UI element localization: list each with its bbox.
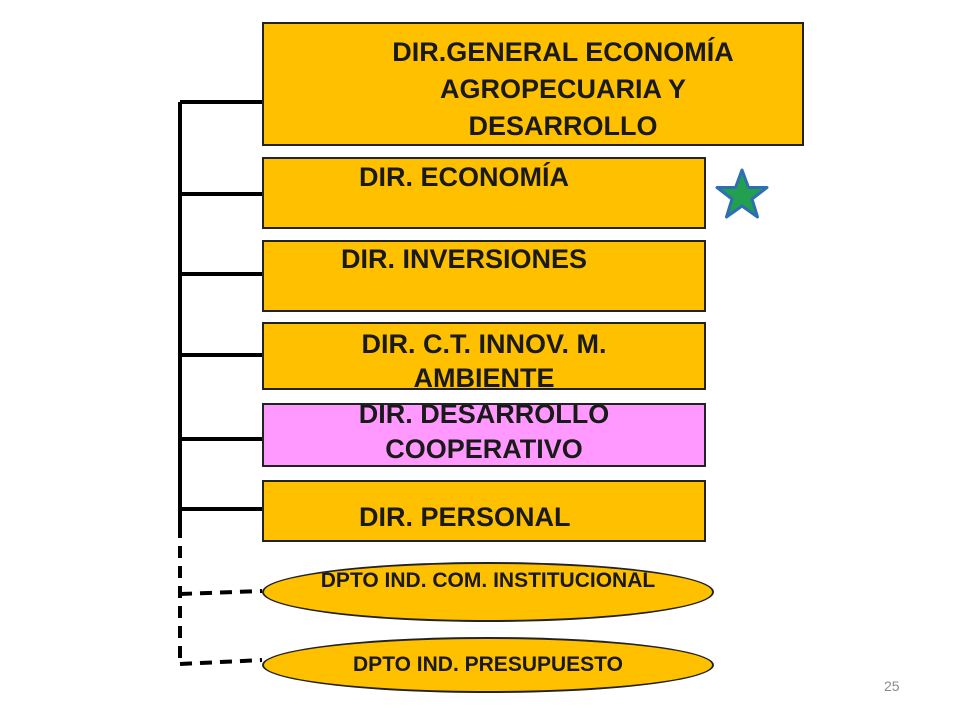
box-ctinnov-line2: AMBIENTE (413, 363, 555, 390)
box-inversiones-label: DIR. INVERSIONES (341, 244, 588, 274)
box-general-line3: DESARROLLO (468, 111, 658, 141)
box-economia-label: DIR. ECONOMÍA (359, 162, 570, 192)
box-personal-label: DIR. PERSONAL (359, 502, 571, 532)
box-dir-general: DIR.GENERAL ECONOMÍA AGROPECUARIA Y DESA… (262, 22, 804, 146)
ellipse-dpto-com-institucional: DPTO IND. COM. INSTITUCIONAL (262, 562, 714, 622)
box-dir-desarrollo-cooperativo: DIR. DESARROLLO COOPERATIVO (262, 403, 706, 467)
branch-pres-dashed (179, 658, 263, 666)
box-dir-inversiones: DIR. INVERSIONES (262, 240, 706, 312)
box-general-line2: AGROPECUARIA Y (439, 74, 687, 104)
box-general-line1: DIR.GENERAL ECONOMÍA (392, 37, 734, 67)
ellipse-com-line1: DPTO IND. COM. (320, 569, 488, 592)
box-dir-ctinnov: DIR. C.T. INNOV. M. AMBIENTE (262, 322, 706, 390)
box-ctinnov-line1: DIR. C.T. INNOV. M. (361, 329, 607, 359)
star-icon (715, 168, 769, 219)
branch-com-dashed (179, 589, 263, 596)
ellipse-com-line2: INSTITUCIONAL (493, 569, 656, 592)
box-desarrollo-line2: COOPERATIVO (385, 434, 583, 464)
box-dir-personal: DIR. PERSONAL (262, 480, 706, 542)
ellipse-presupuesto-label: DPTO IND. PRESUPUESTO (353, 653, 623, 676)
box-desarrollo-line1: DIR. DESARROLLO (358, 403, 610, 429)
page-number: 25 (884, 678, 900, 694)
ellipse-dpto-presupuesto: DPTO IND. PRESUPUESTO (262, 637, 714, 693)
box-dir-economia: DIR. ECONOMÍA (262, 157, 706, 229)
